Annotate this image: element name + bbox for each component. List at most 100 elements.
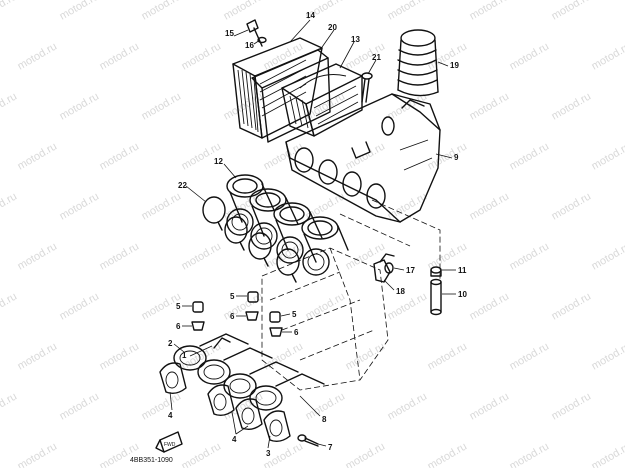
carburetor-assembly-outline [261, 199, 441, 391]
callout-6-a: 6 [176, 322, 181, 331]
hose-fitting [373, 253, 395, 283]
drain-hose [430, 278, 442, 316]
intake-manifolds [173, 333, 325, 411]
watermark-text: motod.ru [468, 190, 512, 222]
watermark-text: motod.ru [508, 440, 552, 468]
manifold-bolt [297, 434, 319, 447]
watermark-text: motod.ru [180, 240, 224, 272]
watermark-text: motod.ru [98, 240, 142, 272]
watermark-text: motod.ru [550, 0, 594, 23]
callout-3: 3 [266, 449, 271, 458]
leader-lines [169, 19, 456, 449]
watermark-text: motod.ru [16, 40, 60, 72]
callout-2: 2 [168, 339, 173, 348]
watermark-text: motod.ru [590, 140, 625, 172]
callout-19: 19 [450, 61, 459, 70]
watermark-text: motod.ru [58, 190, 102, 222]
watermark-text: motod.ru [180, 440, 224, 468]
watermark-text: motod.ru [590, 240, 625, 272]
callout-20: 20 [328, 23, 337, 32]
watermark-text: motod.ru [468, 390, 512, 422]
callout-4-a: 4 [168, 411, 173, 420]
watermark-text: motod.ru [140, 0, 184, 23]
hose-clips [191, 311, 283, 337]
callout-16: 16 [245, 41, 254, 50]
watermark-text: motod.ru [222, 0, 266, 23]
callout-7: 7 [328, 443, 333, 452]
watermark-text: motod.ru [140, 390, 184, 422]
callout-17: 17 [406, 266, 415, 275]
watermark-text: motod.ru [222, 390, 266, 422]
watermark-text: motod.ru [550, 390, 594, 422]
watermark-text: motod.ru [550, 190, 594, 222]
watermark-text: motod.ru [16, 140, 60, 172]
watermark-text: motod.ru [0, 0, 19, 23]
callout-labels: 14 20 13 15 16 21 19 9 12 22 17 11 18 10… [168, 11, 467, 458]
callout-18: 18 [396, 287, 405, 296]
callout-5-c: 5 [292, 310, 297, 319]
watermark-text: motod.ru [508, 140, 552, 172]
vacuum-caps [192, 291, 281, 323]
watermark-text: motod.ru [58, 90, 102, 122]
watermark-text: motod.ru [58, 0, 102, 23]
front-marker-label: FWD [164, 442, 176, 448]
callout-8: 8 [322, 415, 327, 424]
hose-clamps [202, 196, 300, 283]
watermark-text: motod.ru [468, 290, 512, 322]
bolt [361, 72, 373, 103]
watermark-text: motod.ru [16, 440, 60, 468]
watermark-text: motod.ru [58, 290, 102, 322]
watermark-text: motod.ru [16, 340, 60, 372]
air-filter-element [232, 37, 323, 139]
watermark-text: motod.ru [550, 290, 594, 322]
watermark-text: motod.ru [16, 240, 60, 272]
callout-22: 22 [178, 181, 187, 190]
drawing-code: 4BB351-1090 [130, 457, 173, 464]
watermark-text: motod.ru [590, 340, 625, 372]
watermark-text: motod.ru [468, 0, 512, 23]
intake-duct-bellows [397, 29, 439, 97]
callout-14: 14 [306, 11, 315, 20]
watermark-text: motod.ru [386, 390, 430, 422]
watermark-text: motod.ru [386, 290, 430, 322]
case-gasket [251, 49, 331, 143]
manifold-gaskets [159, 362, 291, 443]
callout-6-c: 6 [294, 328, 299, 337]
watermark-text: motod.ru [98, 340, 142, 372]
watermark-text: motod.ru [98, 140, 142, 172]
watermark-text: motod.ru [58, 390, 102, 422]
watermark-text: motod.ru [386, 0, 430, 23]
watermark-text: motod.ru [304, 290, 348, 322]
watermark-text: motod.ru [140, 190, 184, 222]
callout-11: 11 [458, 266, 467, 275]
drain-plug [430, 266, 442, 277]
callout-9: 9 [454, 153, 459, 162]
front-direction-marker: FWD [155, 431, 183, 453]
callout-12: 12 [214, 157, 223, 166]
watermark-text: motod.ru [0, 290, 19, 322]
watermark-text: motod.ru [140, 90, 184, 122]
callout-21: 21 [372, 53, 381, 62]
watermark-text: motod.ru [508, 240, 552, 272]
watermark-text: motod.ru [344, 340, 388, 372]
watermark-text: motod.ru [180, 40, 224, 72]
callout-5-a: 5 [176, 302, 181, 311]
callout-4-b: 4 [232, 435, 237, 444]
callout-13: 13 [351, 35, 360, 44]
screw [246, 19, 267, 47]
watermark-text: motod.ru [98, 40, 142, 72]
callout-10: 10 [458, 290, 467, 299]
callout-1: 1 [182, 351, 187, 360]
watermark-text: motod.ru [508, 40, 552, 72]
watermark-text: motod.ru [344, 140, 388, 172]
watermark-text: motod.ru [550, 90, 594, 122]
callout-15: 15 [225, 29, 234, 38]
watermark-text: motod.ru [590, 40, 625, 72]
watermark-text: motod.ru [468, 90, 512, 122]
watermark-text: motod.ru [426, 340, 470, 372]
callout-5-b: 5 [230, 292, 235, 301]
watermark-text: motod.ru [590, 440, 625, 468]
watermark-text: motod.ru [508, 340, 552, 372]
watermark-text: motod.ru [344, 440, 388, 468]
